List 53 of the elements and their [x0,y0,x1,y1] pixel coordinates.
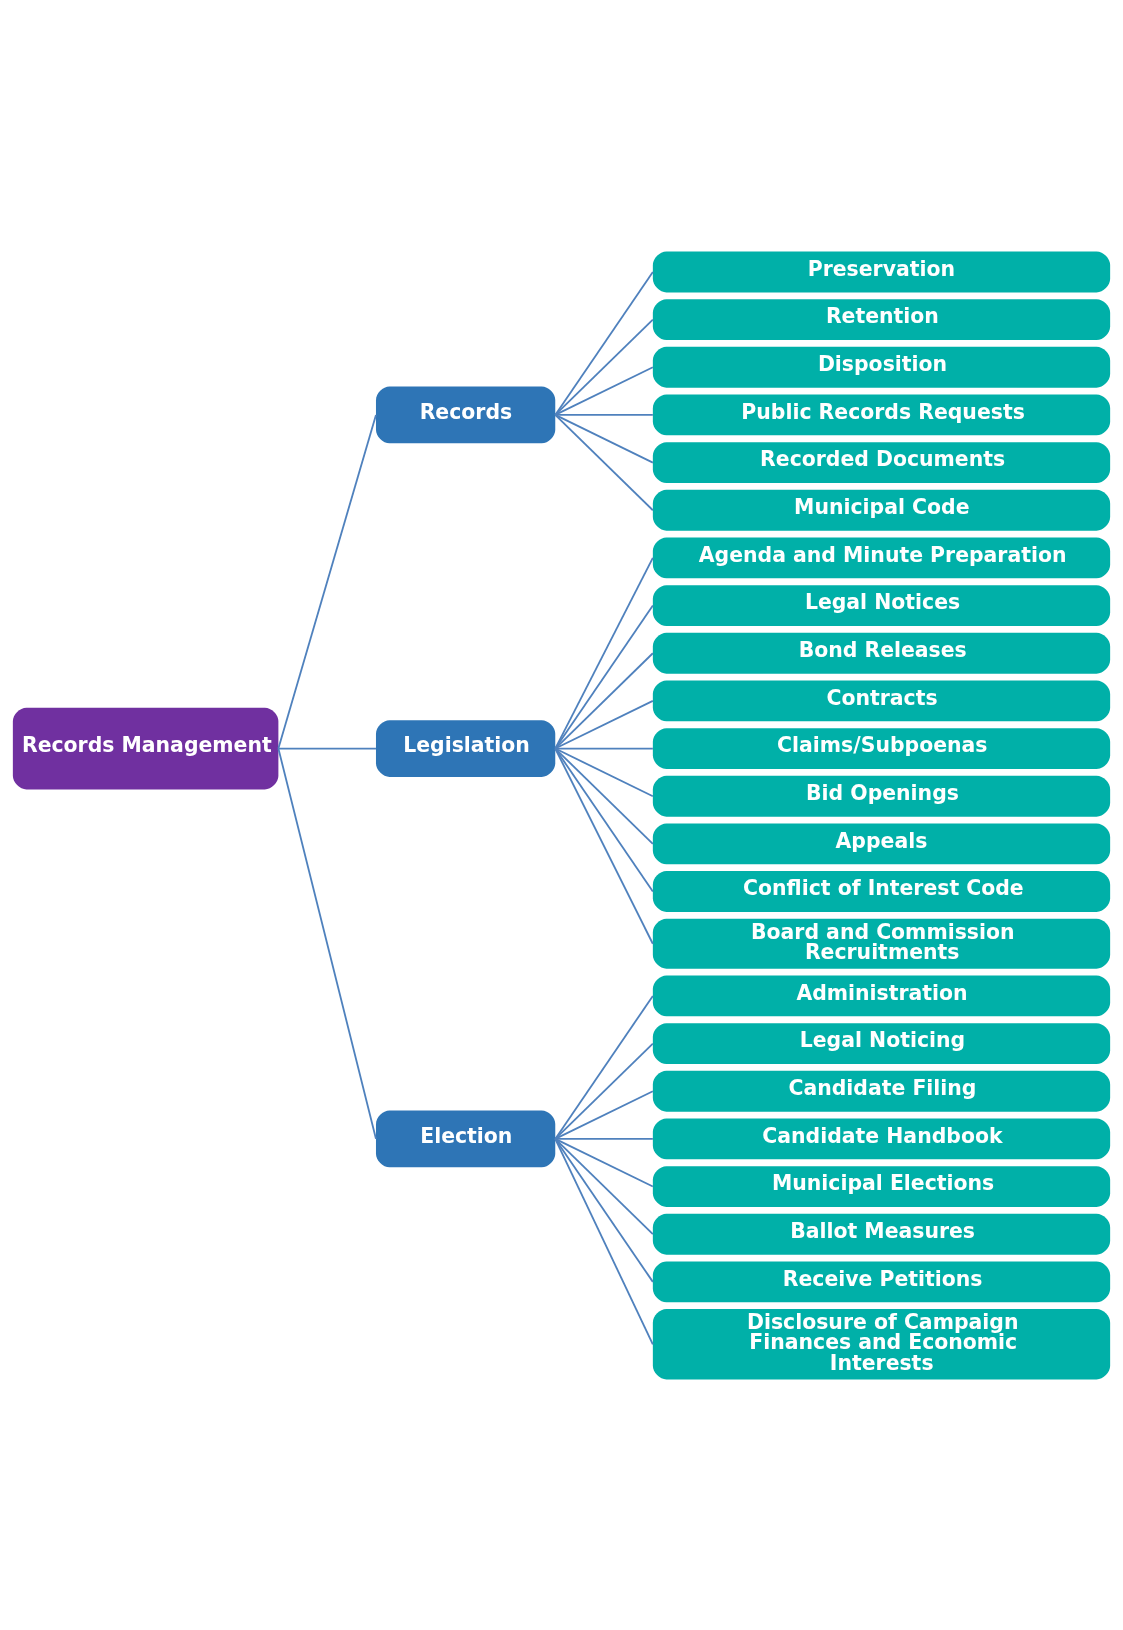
connector [554,365,654,416]
node-box: Bid Openings [652,775,1111,817]
connector [554,747,654,945]
connector [554,747,654,892]
connector [277,747,377,1140]
node-box: Legislation [375,719,556,777]
node-box: Public Records Requests [652,394,1111,435]
node-box: Recorded Documents [652,441,1111,483]
connector [554,413,654,463]
connector [554,556,654,749]
connector [554,994,654,1140]
node-box: Disposition [652,346,1111,388]
connector [554,1137,654,1235]
node-box: Ballot Measures [652,1213,1111,1255]
connector [554,747,654,845]
node-box: Candidate Handbook [652,1117,1111,1159]
connector [277,747,377,749]
connector [554,413,654,416]
connector [554,1137,654,1140]
connector [554,604,654,749]
connector [554,747,654,749]
node-box: Legal Noticing [652,1022,1111,1064]
node-box: Municipal Elections [652,1165,1111,1207]
node-box: Board and Commission Recruitments [652,918,1111,969]
node-box: Conflict of Interest Code [652,870,1111,912]
node-box: Election [375,1110,556,1167]
node-box: Records [375,386,556,443]
node-box: Contracts [652,679,1111,721]
connector [554,1089,654,1140]
connector [277,413,377,749]
connector [554,1042,654,1140]
node-box: Preservation [652,251,1111,292]
node-box: Records Management [12,707,279,789]
connector [554,651,654,749]
connector [554,1137,654,1345]
node-box: Administration [652,975,1111,1016]
node-box: Receive Petitions [652,1260,1111,1302]
connector [554,1137,654,1187]
node-box: Bond Releases [652,632,1111,674]
node-box: Appeals [652,822,1111,864]
connector [554,1137,654,1283]
node-box: Agenda and Minute Preparation [652,537,1111,578]
connector [554,747,654,797]
connector [554,318,654,416]
node-box: Claims/Subpoenas [652,727,1111,769]
node-box: Disclosure of Campaign Finances and Economic Interests [652,1308,1111,1379]
node-box: Retention [652,298,1111,340]
connector [554,413,654,511]
node-box: Municipal Code [652,489,1111,531]
node-box: Candidate Filing [652,1070,1111,1112]
connector [554,699,654,749]
connector [554,270,654,416]
node-box: Legal Notices [652,584,1111,626]
